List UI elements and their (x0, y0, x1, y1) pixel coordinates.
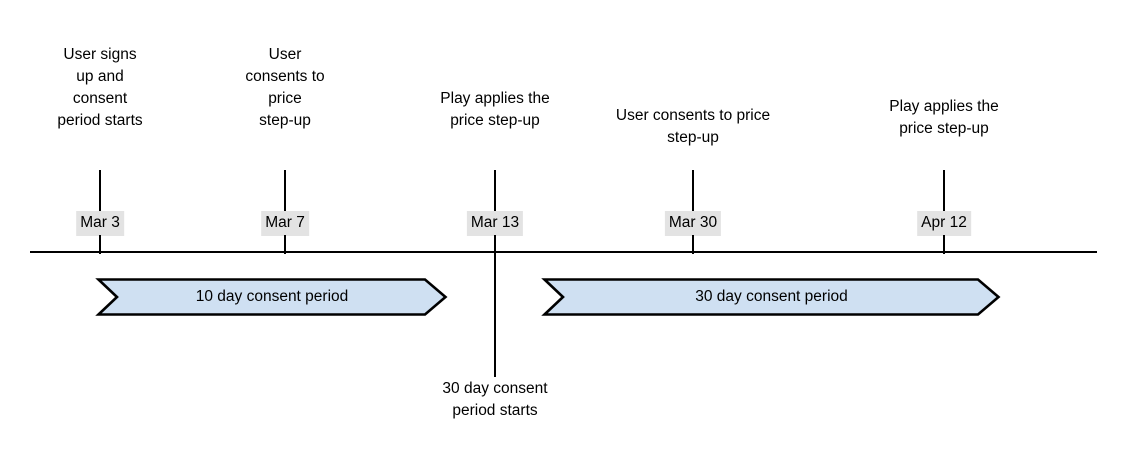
date-chip-mar-30: Mar 30 (664, 211, 722, 236)
date-chip-apr-12: Apr 12 (917, 211, 971, 236)
date-chip-mar-3: Mar 3 (76, 211, 124, 236)
event-caption-stepup-1: Play applies the price step-up (440, 90, 550, 129)
tick-extended-stepup-1 (494, 235, 496, 377)
period-label-30-day: 30 day consent period (695, 288, 848, 305)
event-caption-signup: User signs up and consent period starts (57, 46, 143, 129)
date-chip-mar-7: Mar 7 (261, 211, 309, 236)
note-30-day-consent-start: 30 day consent period starts (442, 380, 548, 419)
chevron-shape-icon (97, 278, 447, 316)
chevron-shape-icon (543, 278, 1000, 316)
tick-stub-consent-2 (692, 235, 694, 254)
event-caption-consent-1: User consents to price step-up (245, 46, 325, 129)
tick-stub-signup (99, 235, 101, 254)
event-caption-consent-2: User consents to price step-up (615, 107, 771, 146)
tick-line-stepup-1 (494, 170, 496, 212)
tick-stub-consent-1 (284, 235, 286, 254)
period-arrow-30-day: 30 day consent period (543, 278, 1000, 316)
tick-line-consent-2 (692, 170, 694, 212)
tick-line-signup (99, 170, 101, 212)
period-label-10-day: 10 day consent period (195, 288, 349, 305)
timeline-axis (30, 251, 1097, 253)
period-arrow-10-day: 10 day consent period (97, 278, 447, 316)
tick-line-consent-1 (284, 170, 286, 212)
date-chip-mar-13: Mar 13 (466, 211, 524, 236)
tick-line-stepup-2 (943, 170, 945, 212)
event-caption-stepup-2: Play applies the price step-up (889, 98, 999, 137)
tick-stub-apr-12 (943, 235, 945, 254)
